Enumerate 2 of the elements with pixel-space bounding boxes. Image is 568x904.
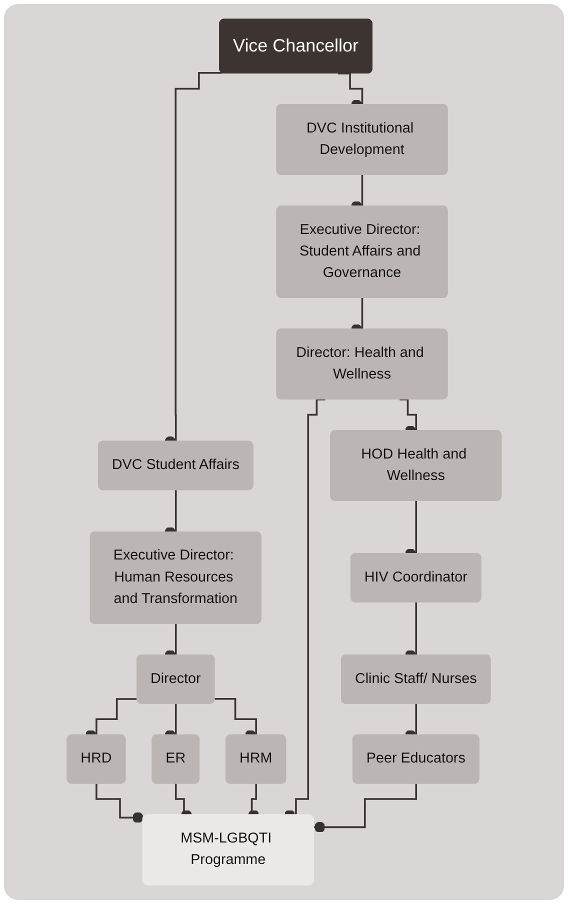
- connector: [95, 782, 144, 824]
- connector: [314, 782, 418, 833]
